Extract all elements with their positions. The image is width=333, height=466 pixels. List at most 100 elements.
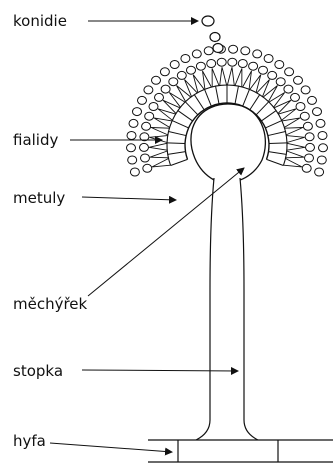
conidium <box>319 144 328 152</box>
conidium <box>192 50 201 58</box>
conidium <box>196 62 205 70</box>
metula-wall <box>168 152 186 155</box>
conidia-layer <box>127 45 328 176</box>
conidium <box>169 78 178 86</box>
phialide <box>149 136 167 143</box>
conidium <box>301 86 310 94</box>
phialide <box>243 71 252 89</box>
conidium <box>305 133 314 141</box>
stipe <box>196 178 258 440</box>
conidium <box>276 78 285 86</box>
conidium <box>303 122 312 130</box>
conidium <box>296 103 305 111</box>
conidium <box>268 71 277 79</box>
label-metuly: metuly <box>13 189 65 207</box>
conidium <box>170 61 179 69</box>
arrow-mechyrek <box>88 168 244 296</box>
label-mechyrek: měchýřek <box>13 295 87 313</box>
phialide <box>150 151 168 158</box>
conidium <box>238 60 247 68</box>
conidium <box>143 164 152 172</box>
conidium <box>155 93 164 101</box>
conidium <box>318 132 327 140</box>
conidium <box>138 96 147 104</box>
conidium <box>149 103 158 111</box>
phialide <box>285 128 303 135</box>
conidium <box>300 112 309 120</box>
conidium <box>160 68 169 76</box>
conidium <box>317 156 326 164</box>
conidium <box>144 86 153 94</box>
conidium <box>140 143 149 151</box>
metula-wall <box>235 86 238 104</box>
metula-wall <box>268 152 286 155</box>
conidium <box>142 122 151 130</box>
conidium <box>128 156 137 164</box>
conidium <box>207 60 216 68</box>
metula-wall <box>216 86 219 104</box>
metula-wall <box>185 102 198 115</box>
metula-wall <box>205 89 212 106</box>
phialide <box>284 159 302 167</box>
phialide <box>203 71 212 89</box>
conidium <box>305 154 314 162</box>
conidium <box>315 168 324 176</box>
conidium <box>161 85 170 93</box>
metula-wall <box>194 95 204 110</box>
conidium <box>306 143 315 151</box>
conidium <box>264 55 273 63</box>
arrow-metuly <box>82 197 176 200</box>
conidium <box>291 93 300 101</box>
conidium <box>129 119 138 127</box>
metula-wall <box>178 111 193 121</box>
conidium <box>294 76 303 84</box>
phialide <box>151 128 169 135</box>
metula-wall <box>243 89 250 106</box>
conidium <box>259 66 268 74</box>
conidium <box>152 76 161 84</box>
phialide <box>286 136 304 143</box>
conidium <box>228 58 237 66</box>
metula-wall <box>250 95 260 110</box>
metula-wall <box>268 132 286 136</box>
phialide <box>149 143 167 150</box>
conidium <box>133 108 142 116</box>
conidium <box>284 85 293 93</box>
label-stopka: stopka <box>13 362 63 380</box>
conidium <box>141 154 150 162</box>
vesicle <box>191 104 265 180</box>
arrow-stopka <box>82 370 238 371</box>
metulae-layer <box>167 85 287 166</box>
conidium <box>275 61 284 69</box>
conidium <box>187 66 196 74</box>
hypha <box>148 440 333 462</box>
metula-inner-arc <box>185 103 269 159</box>
metula-wall <box>261 111 276 121</box>
conidium <box>249 62 258 70</box>
conidium <box>313 108 322 116</box>
conidium <box>127 144 136 152</box>
phialide <box>235 68 242 87</box>
phialide <box>220 67 227 85</box>
conidium <box>229 45 238 53</box>
conidium <box>217 58 226 66</box>
phialide <box>286 151 304 158</box>
metula-wall <box>169 132 187 136</box>
conidia-chain-top <box>202 16 223 53</box>
label-hyfa: hyfa <box>13 432 46 450</box>
conidium <box>285 68 294 76</box>
phialide <box>287 143 305 150</box>
conidium <box>130 168 139 176</box>
conidium <box>316 119 325 127</box>
phialide <box>282 118 300 128</box>
conidium <box>181 55 190 63</box>
metula-wall <box>256 102 269 115</box>
conidium <box>241 47 250 55</box>
metula-wall <box>269 143 287 144</box>
label-fialidy: fialidy <box>13 131 58 149</box>
phialide <box>152 159 170 167</box>
metula-wall <box>172 121 188 128</box>
arrow-hyfa <box>50 443 172 452</box>
